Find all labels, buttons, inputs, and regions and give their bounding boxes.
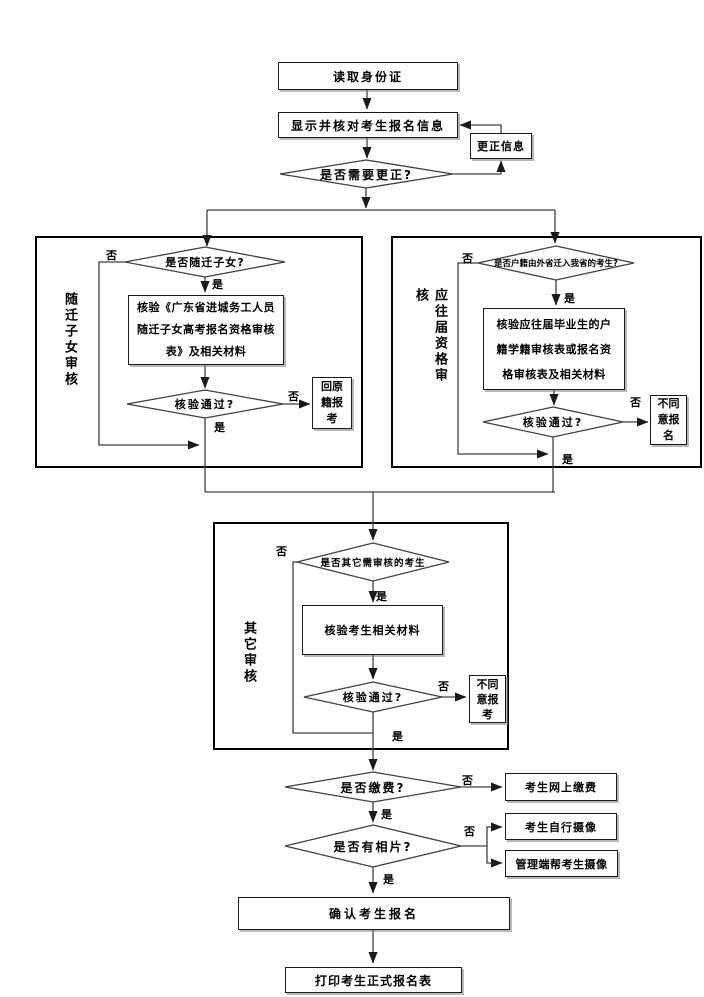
decision-grad-shape: [477, 245, 635, 281]
decision-photo-shape: [284, 824, 462, 868]
decision-payment-shape: [284, 771, 462, 803]
label-no-other: 否: [276, 545, 287, 558]
label-yes-other: 是: [376, 590, 387, 603]
label-yes-grad-pass: 是: [562, 453, 573, 466]
decision-other-shape: [296, 542, 450, 582]
node-migrant-verify: 核验《广东省进城务工人员随迁子女高考报名资格审核表》及相关材料: [128, 295, 284, 365]
node-deny-apply: 不同意报考: [469, 675, 506, 723]
decision-grad-pass-shape: [482, 406, 624, 438]
decision-migrant-pass-shape: [126, 389, 284, 419]
group-grad-box: [391, 236, 702, 468]
node-read-id: 读取身份证: [278, 62, 458, 90]
decision-need-correction-label: 是否需要更正?: [320, 167, 413, 182]
label-yes-migrant: 是: [212, 278, 223, 291]
node-deny-registration: 不同意报名: [650, 395, 687, 445]
label-no-migrant: 否: [106, 249, 117, 262]
label-yes-photo: 是: [383, 873, 394, 886]
label-yes-payment: 是: [381, 808, 392, 821]
node-correct-info: 更正信息: [470, 133, 532, 159]
decision-grad-label: 是否户籍由外省迁入我省的考生?: [494, 259, 618, 269]
node-photo-self: 考生自行摄像: [505, 813, 617, 840]
node-print-form: 打印考生正式报名表: [285, 967, 462, 993]
label-no-migrant-pass: 否: [288, 390, 299, 403]
label-no-other-pass: 否: [438, 680, 449, 693]
decision-migrant-shape: [124, 246, 286, 278]
node-grad-verify: 核验应往届毕业生的户籍学籍审核表或报名资格审核表及相关材料: [483, 308, 625, 390]
node-return-origin: 回原籍报考: [312, 377, 352, 429]
decision-migrant-pass-label: 核验通过?: [174, 398, 236, 411]
node-other-verify: 核验考生相关材料: [302, 605, 443, 655]
decision-other-pass-label: 核验通过?: [342, 691, 404, 704]
decision-need-correction-shape: [279, 159, 454, 189]
group-migrant-title: 随迁子女审核: [62, 292, 77, 388]
decision-grad-pass-label: 核验通过?: [522, 416, 584, 429]
decision-migrant-label: 是否随迁子女?: [165, 256, 245, 269]
decision-other-label: 是否其它需审核的考生: [320, 558, 426, 569]
node-confirm-registration: 确认考生报名: [238, 897, 510, 930]
group-grad-title: 应往届资格审核: [413, 288, 447, 384]
node-pay-online: 考生网上缴费: [505, 773, 617, 801]
decision-other-pass-shape: [303, 681, 443, 713]
label-no-photo: 否: [464, 825, 475, 838]
label-yes-grad: 是: [564, 292, 575, 305]
decision-payment-label: 是否缴费?: [340, 780, 406, 795]
label-yes-other-pass: 是: [392, 730, 403, 743]
label-no-grad-pass: 否: [630, 396, 641, 409]
group-other-title: 其它审核: [241, 621, 256, 685]
label-yes-migrant-pass: 是: [214, 421, 225, 434]
node-display-verify: 显示并核对考生报名信息: [278, 112, 458, 138]
group-migrant-box: [35, 236, 363, 468]
label-no-payment: 否: [462, 774, 473, 787]
node-photo-admin: 管理端帮考生摄像: [505, 850, 618, 877]
decision-photo-label: 是否有相片?: [333, 839, 413, 854]
group-other-box: [213, 522, 509, 750]
label-no-grad: 否: [462, 252, 473, 265]
